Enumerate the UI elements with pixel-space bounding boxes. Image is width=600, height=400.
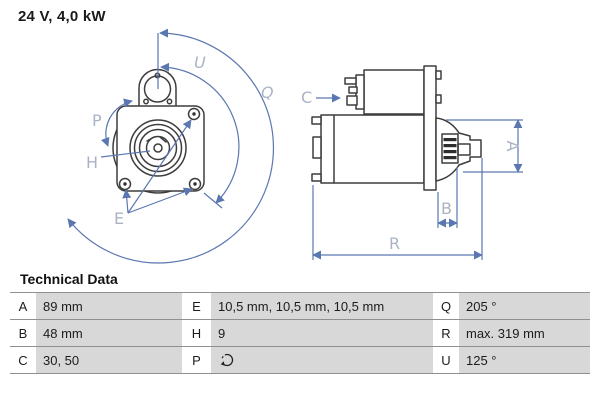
power-rating: 24 V, 4,0 kW [18,8,106,25]
label-a: A [503,141,522,152]
key-r: R [433,320,459,346]
label-c: C [301,88,312,107]
label-r: R [389,234,400,253]
value-u: 125 ° [459,347,590,373]
technical-data-table: A 89 mm E 10,5 mm, 10,5 mm, 10,5 mm Q 20… [10,292,590,374]
value-c: 30, 50 [36,347,182,373]
rotation-direction-icon [220,353,234,367]
value-h: 9 [211,320,433,346]
table-row: B 48 mm H 9 R max. 319 mm [10,319,590,346]
motor-body [320,114,425,184]
table-row: C 30, 50 P U 125 ° [10,346,590,373]
value-p [211,347,433,373]
solenoid-terminal [344,77,357,85]
label-b: B [441,199,452,218]
technical-data-title: Technical Data [20,271,118,287]
value-b: 48 mm [36,320,182,346]
rotation-arrow-p [100,98,133,147]
technical-data-section: Technical Data A 89 mm E 10,5 mm, 10,5 m… [10,271,590,374]
key-a: A [10,293,36,319]
key-b: B [10,320,36,346]
key-e: E [182,293,211,319]
value-r: max. 319 mm [459,320,590,346]
label-e: E [114,209,124,228]
starter-motor-technical-drawing: U Q P H E [67,28,523,264]
solenoid [363,69,425,115]
key-u: U [433,347,459,373]
label-p: P [92,111,102,130]
key-p: P [182,347,211,373]
key-q: Q [433,293,459,319]
label-h: H [86,153,98,172]
pinion-shaft [457,143,471,156]
front-view: U Q P H E [67,28,275,264]
key-c: C [10,347,36,373]
value-e: 10,5 mm, 10,5 mm, 10,5 mm [211,293,433,319]
key-h: H [182,320,211,346]
flange-plate [423,65,437,191]
label-q: Q [261,83,274,102]
angle-arc-u [160,62,240,204]
value-q: 205 ° [459,293,590,319]
side-view: C A B R [301,65,523,260]
side-view-dimensions [312,93,523,260]
label-u: U [194,53,206,72]
table-row: A 89 mm E 10,5 mm, 10,5 mm, 10,5 mm Q 20… [10,292,590,319]
angle-arc-q [67,28,275,264]
value-a: 89 mm [36,293,182,319]
front-view-dimensions [67,28,275,264]
